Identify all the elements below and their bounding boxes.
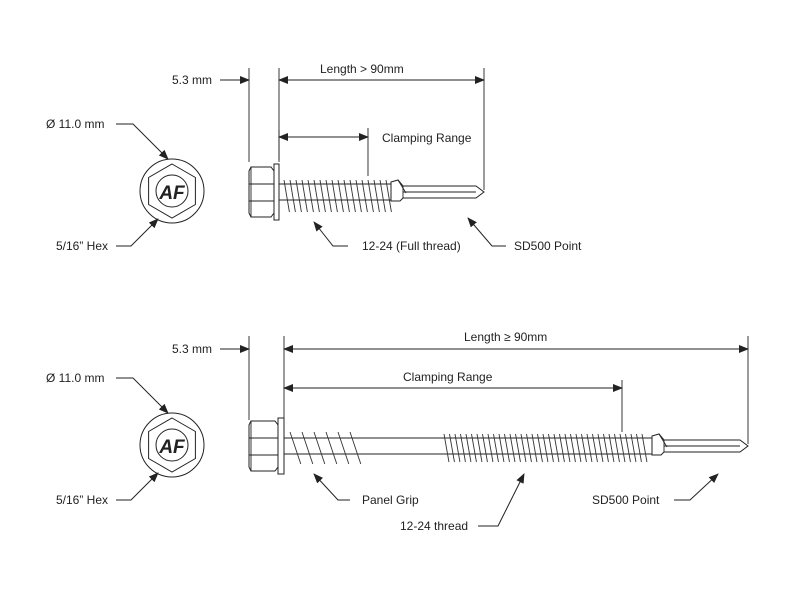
bottom-head-dim-label: 5.3 mm <box>172 342 212 356</box>
bottom-clamping-dimension: Clamping Range <box>283 370 623 432</box>
top-clamping-dimension: Clamping Range <box>278 128 472 176</box>
bottom-length-label: Length ≥ 90mm <box>464 330 547 344</box>
top-hex-head <box>248 166 275 218</box>
top-hex-outline <box>148 163 196 219</box>
bottom-washer <box>277 417 285 475</box>
bottom-point-label: SD500 Point <box>592 493 660 507</box>
top-point-label: SD500 Point <box>514 239 582 253</box>
top-clamping-label: Clamping Range <box>382 131 472 145</box>
bottom-thread-label: 12-24 thread <box>400 519 468 533</box>
bottom-inner-circle <box>155 428 189 462</box>
top-thread-lines <box>283 179 392 213</box>
top-screw-diagram: AF 5.3 mm Length > 90mm Clamping Range <box>46 62 582 253</box>
bottom-thread-lines <box>443 433 648 463</box>
top-washer-circle <box>139 158 205 224</box>
bottom-end-view: AF <box>139 412 205 478</box>
top-callouts: Ø 11.0 mm 5/16” Hex 12-24 (Full thread) … <box>46 117 582 253</box>
top-end-view: AF <box>139 158 205 224</box>
top-hex-label: 5/16” Hex <box>56 239 108 253</box>
bottom-washer-circle <box>139 412 205 478</box>
bottom-callouts: Ø 11.0 mm 5/16” Hex Panel Grip 12-24 thr… <box>46 371 719 533</box>
bottom-grip-label: Panel Grip <box>362 493 419 507</box>
top-diameter-label: Ø 11.0 mm <box>46 117 104 131</box>
bottom-screw-side-view <box>248 417 749 475</box>
bottom-clamping-label: Clamping Range <box>403 370 493 384</box>
bottom-hex-outline <box>148 417 196 473</box>
bottom-logo: AF <box>158 437 186 458</box>
top-head-dim-label: 5.3 mm <box>172 73 212 87</box>
top-drill-point <box>390 179 485 202</box>
top-screw-side-view <box>248 163 485 221</box>
bottom-diameter-label: Ø 11.0 mm <box>46 371 104 385</box>
top-washer <box>273 163 280 221</box>
bottom-screw-diagram: AF 5.3 mm Length ≥ 90mm Clamping Range <box>46 330 749 533</box>
top-length-dimension: Length > 90mm <box>278 62 485 190</box>
bottom-hex-label: 5/16” Hex <box>56 493 108 507</box>
top-logo: AF <box>158 183 186 204</box>
bottom-length-dimension: Length ≥ 90mm <box>283 330 749 444</box>
bottom-head-dimension: 5.3 mm <box>172 336 285 420</box>
bottom-drill-point <box>651 433 749 456</box>
top-head-dimension: 5.3 mm <box>172 68 280 162</box>
bottom-hex-head <box>248 420 279 472</box>
top-length-label: Length > 90mm <box>320 62 404 76</box>
top-inner-circle <box>155 174 189 208</box>
bottom-grip-thread-lines <box>289 431 362 465</box>
top-thread-label: 12-24 (Full thread) <box>362 239 461 253</box>
